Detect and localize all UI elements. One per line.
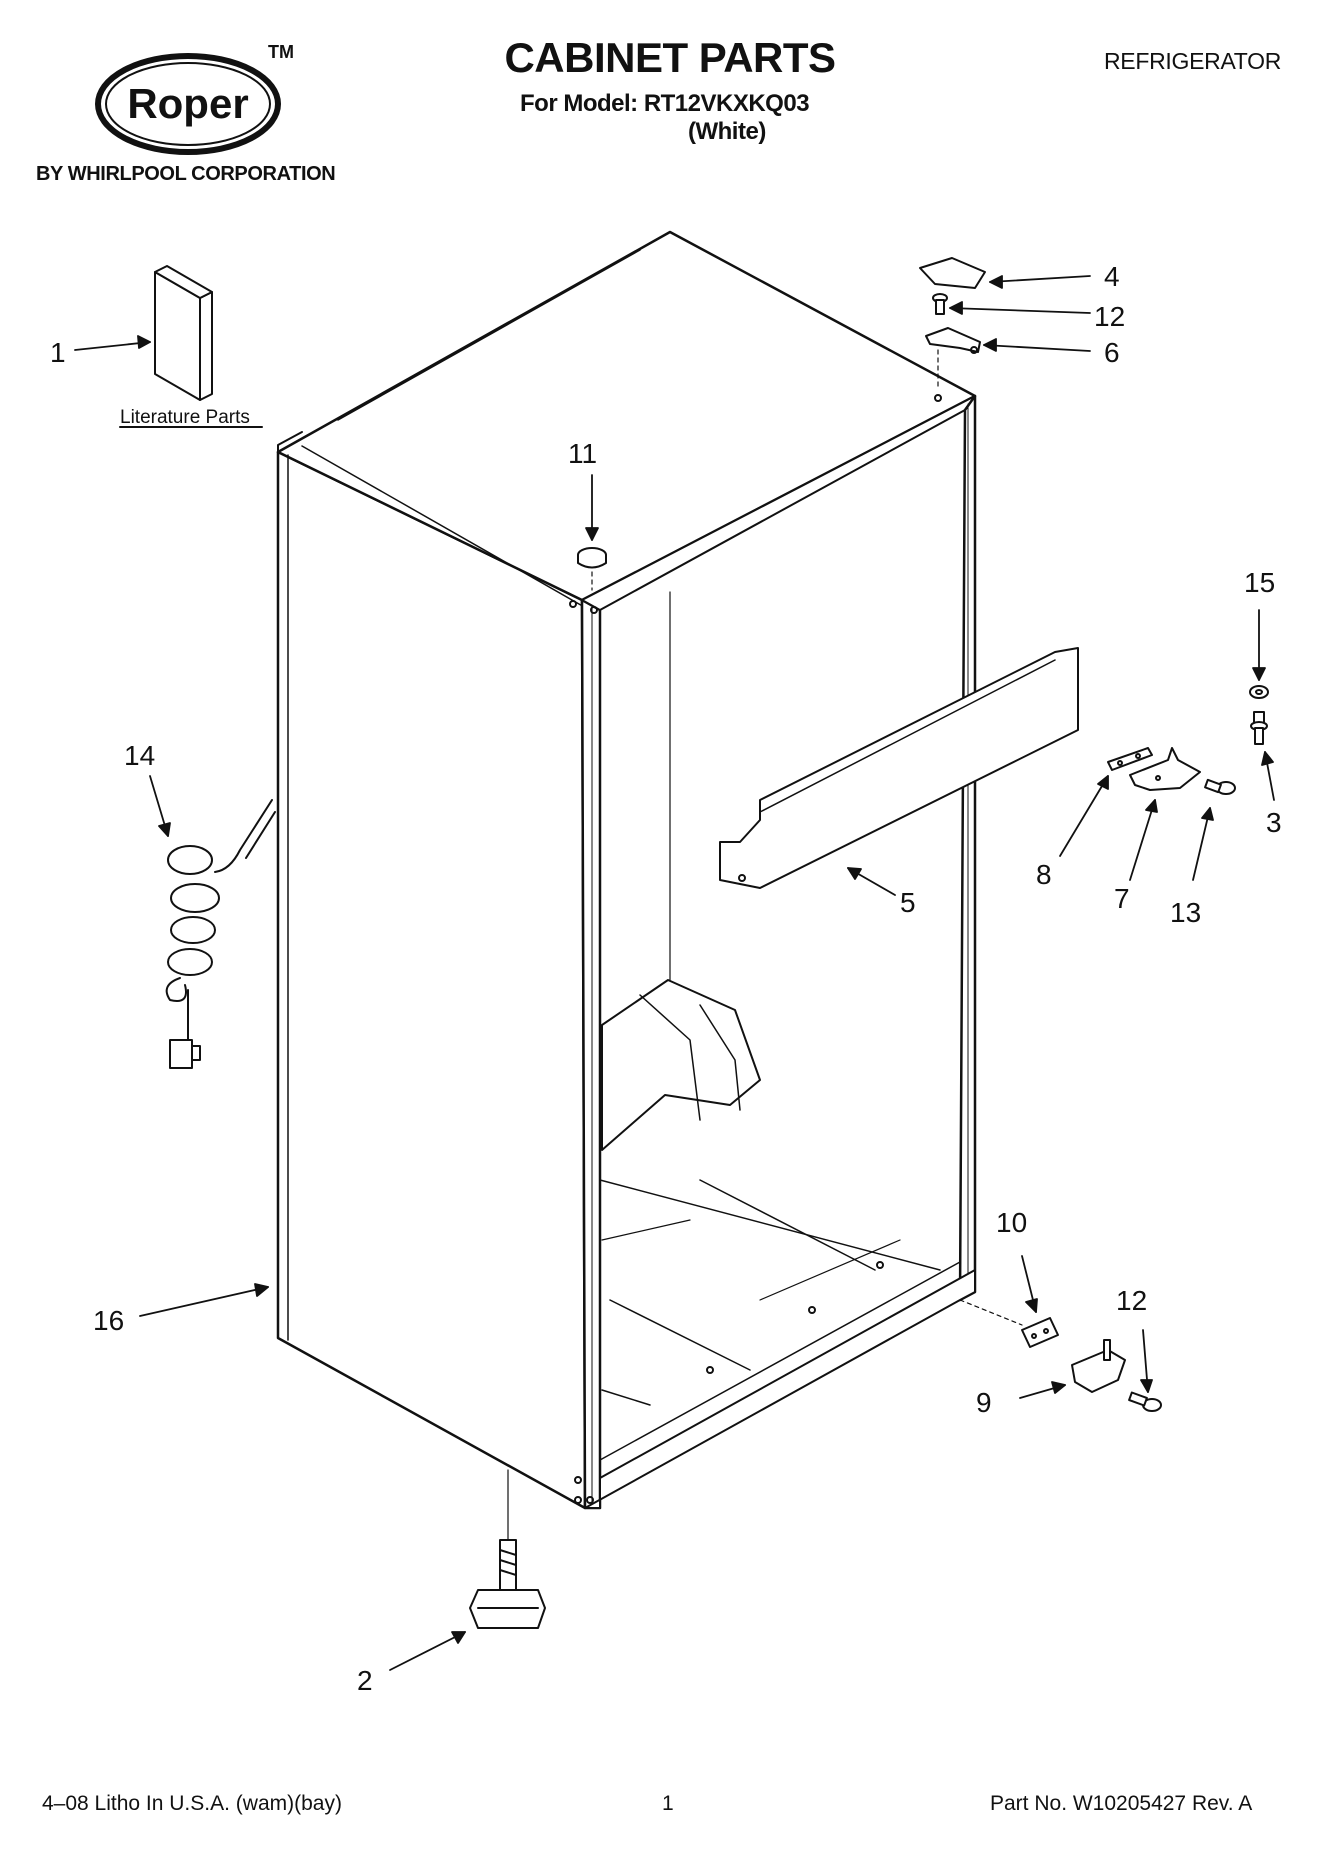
center-rail [719,647,1079,889]
literature-parts-label: Literature Parts [120,407,250,428]
callout-15: 15 [1244,567,1275,598]
model-line: For Model: RT12VKXKQ03 [520,90,810,117]
callout-8: 8 [1036,859,1052,890]
callout-16: 16 [93,1305,124,1336]
callout-12-bottom: 12 [1116,1285,1147,1316]
category-label: REFRIGERATOR [1104,48,1282,74]
logo-wordmark: Roper [127,80,248,127]
callout-12-top: 12 [1094,301,1125,332]
callout-14: 14 [124,740,155,771]
part-number: Part No. W10205427 Rev. A [990,1792,1253,1815]
hinge-screw-bottom [1128,1391,1162,1412]
callout-11: 11 [568,438,597,469]
callout-7: 7 [1114,883,1130,914]
color-line: (White) [688,118,766,145]
leveling-leg [469,1539,546,1629]
litho-note: 4–08 Litho In U.S.A. (wam)(bay) [42,1792,342,1815]
callout-1: 1 [50,337,66,368]
brand-subtitle: BY WHIRLPOOL CORPORATION [36,163,336,185]
roper-logo: Roper [95,53,281,155]
plug-button [577,547,607,591]
hinge-pin-stud [1250,711,1268,745]
trademark-mark: TM [268,42,294,62]
callout-4: 4 [1104,261,1120,292]
callout-5: 5 [900,887,916,918]
hinge-shim [1107,747,1153,771]
power-cord [165,799,276,1069]
callout-10: 10 [996,1207,1027,1238]
refrigerator-cabinet [276,230,977,1541]
literature-booklet [119,265,263,428]
bottom-hinge-shim [1021,1317,1059,1348]
center-hinge [1129,747,1201,791]
washer [1249,685,1269,699]
callout-3: 3 [1266,807,1282,838]
page-title: CABINET PARTS [504,34,836,81]
hinge-screw-center [1204,778,1236,795]
callout-6: 6 [1104,337,1120,368]
hinge-cover [919,257,986,289]
callout-labels: 1 2 3 4 5 6 7 8 9 10 11 12 12 13 14 15 1… [50,261,1282,1696]
hinge-screw-top [932,293,948,315]
callout-13: 13 [1170,897,1201,928]
page-number: 1 [662,1792,674,1815]
callout-9: 9 [976,1387,992,1418]
bottom-hinge [1071,1339,1126,1393]
callout-2: 2 [357,1665,373,1696]
top-hinge [925,327,981,389]
leader-arrows [74,275,1275,1671]
